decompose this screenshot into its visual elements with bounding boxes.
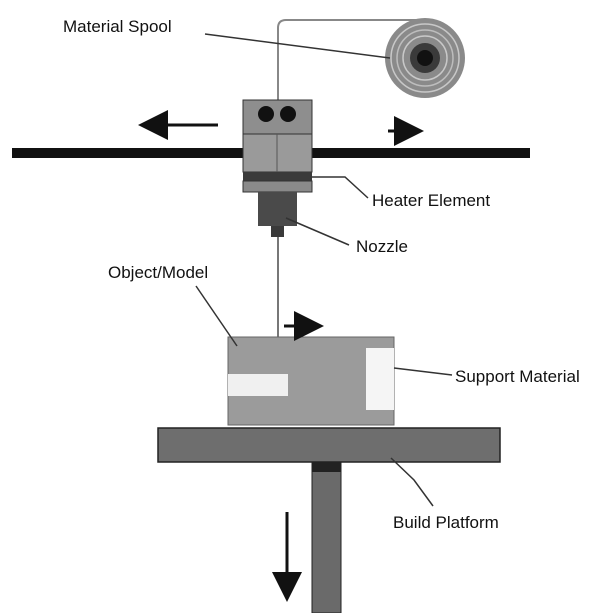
support-material-block <box>366 348 394 410</box>
label-support-material: Support Material <box>455 367 580 386</box>
leader-object-model <box>195 285 238 347</box>
label-object-model: Object/Model <box>108 263 208 282</box>
label-build-platform: Build Platform <box>393 513 499 532</box>
material-spool <box>385 18 465 98</box>
support-material-inner <box>228 374 288 396</box>
heater-element <box>243 172 312 181</box>
drive-gear-left <box>258 106 274 122</box>
leader-support-material <box>393 367 453 376</box>
label-material-spool: Material Spool <box>63 17 172 36</box>
leader-nozzle <box>285 217 350 246</box>
nozzle <box>271 226 284 237</box>
label-heater-element: Heater Element <box>372 191 490 210</box>
label-nozzle: Nozzle <box>356 237 408 256</box>
leader-build-platform <box>390 457 434 507</box>
extruder-head <box>242 99 313 237</box>
platform-shaft <box>311 461 342 613</box>
drive-gear-right <box>280 106 296 122</box>
build-platform <box>157 427 501 463</box>
printed-object <box>227 336 395 426</box>
filament-line <box>277 19 430 100</box>
leader-heater-element <box>312 176 369 199</box>
leader-material-spool <box>204 33 391 59</box>
